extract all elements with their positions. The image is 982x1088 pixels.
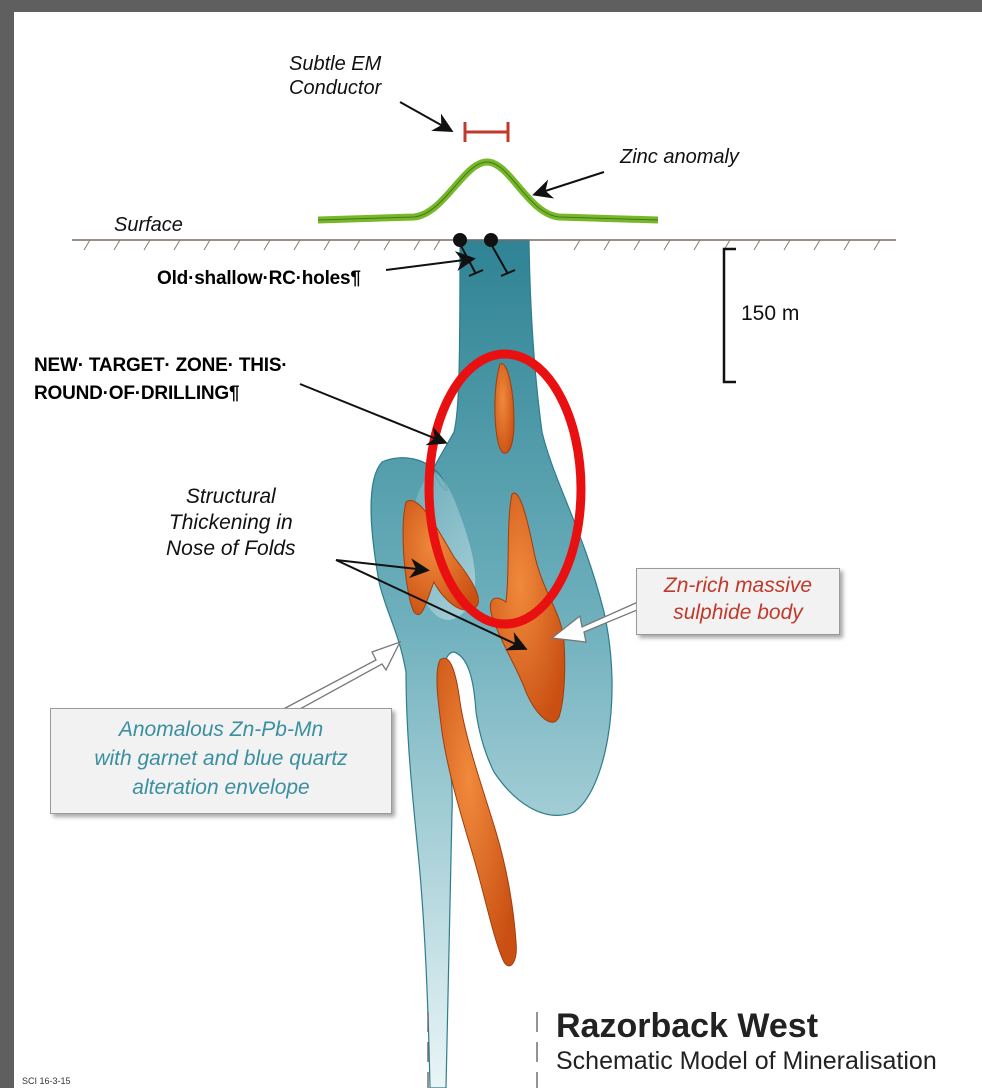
zinc-anomaly-curve (318, 162, 658, 220)
new-target-line-1: NEW· TARGET· ZONE· THIS· (34, 352, 287, 380)
structural-label: Structural Thickening in Nose of Folds (166, 484, 296, 562)
em-conductor-line-2: Conductor (289, 76, 381, 100)
diagram-subtitle: Schematic Model of Mineralisation (556, 1047, 937, 1076)
structural-line-3: Nose of Folds (166, 536, 296, 562)
em-conductor-symbol (465, 122, 508, 142)
zn-rich-callout: Zn-rich massive sulphide body (636, 568, 840, 635)
anomalous-callout: Anomalous Zn-Pb-Mn with garnet and blue … (50, 708, 392, 814)
zinc-anomaly-label: Zinc anomaly (620, 146, 739, 169)
structural-line-1: Structural (166, 484, 296, 510)
anomalous-line-1: Anomalous Zn-Pb-Mn (51, 715, 391, 744)
new-target-line-2: ROUND·OF·DRILLING¶ (34, 380, 287, 408)
alteration-envelope (371, 240, 612, 1088)
scale-bar (724, 249, 736, 382)
diagram-svg (14, 12, 982, 1088)
em-conductor-line-1: Subtle EM (289, 52, 381, 76)
em-conductor-label: Subtle EM Conductor (289, 52, 381, 100)
new-target-label: NEW· TARGET· ZONE· THIS· ROUND·OF·DRILLI… (34, 352, 287, 408)
diagram-canvas: Subtle EM Conductor Zinc anomaly Surface… (14, 12, 982, 1088)
old-holes-label: Old·shallow·RC·holes¶ (157, 268, 361, 290)
reference-code: SCI 16-3-15 (22, 1076, 71, 1086)
anomalous-line-2: with garnet and blue quartz (51, 744, 391, 773)
structural-line-2: Thickening in (166, 510, 296, 536)
surface-label: Surface (114, 214, 183, 237)
diagram-title: Razorback West (556, 1007, 818, 1046)
zn-rich-line-1: Zn-rich massive (637, 572, 839, 599)
scale-label: 150 m (741, 302, 799, 326)
anomalous-line-3: alteration envelope (51, 773, 391, 802)
zn-rich-line-2: sulphide body (637, 599, 839, 626)
